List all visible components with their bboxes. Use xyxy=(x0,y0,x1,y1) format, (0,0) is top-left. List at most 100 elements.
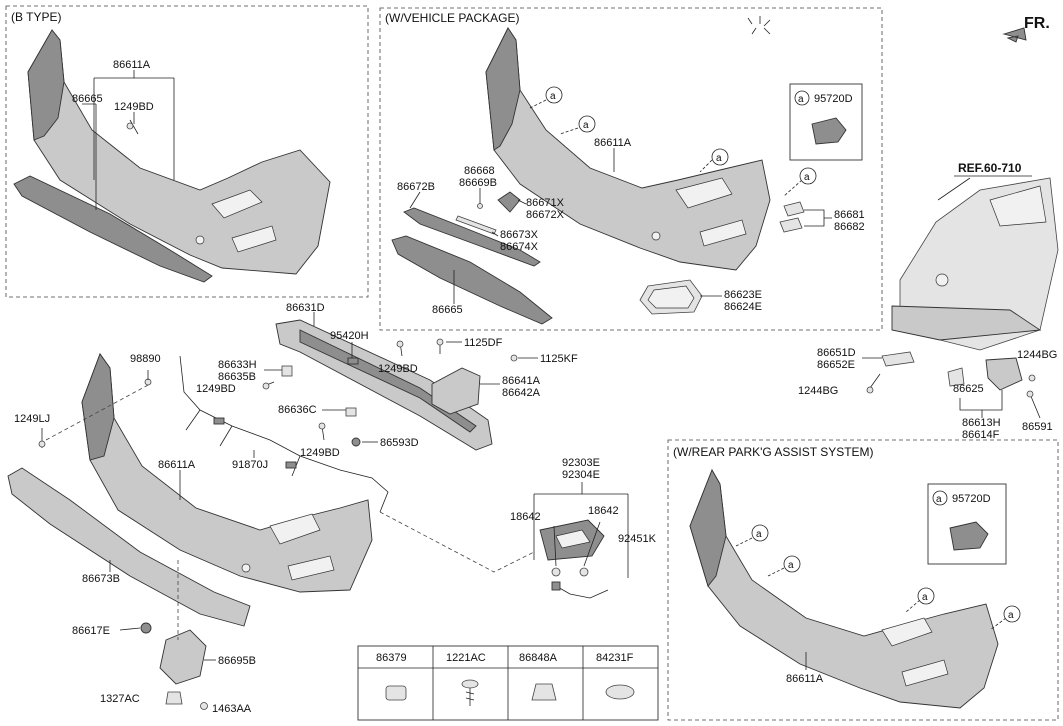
plug-86379-icon xyxy=(385,685,407,701)
bracket-86695b xyxy=(159,629,207,685)
bracket-86651d xyxy=(881,351,915,367)
label-92303e: 92303E xyxy=(562,457,600,469)
hardware-table: 86379 1221AC 86848A 84231F xyxy=(357,645,659,721)
bumper-sensor-hole-vp xyxy=(651,231,661,241)
label-18642-left: 18642 xyxy=(510,511,541,523)
bracket-86633h-icon xyxy=(281,365,293,377)
label-86673b: 86673B xyxy=(82,573,120,585)
leader-86671x xyxy=(517,199,527,205)
label-86631d: 86631D xyxy=(286,302,325,314)
reflector-upper xyxy=(783,201,805,217)
socket-92451k-icon xyxy=(551,581,561,591)
label-86614f: 86614F xyxy=(962,429,1000,441)
wiring-harness-91870j xyxy=(179,355,389,513)
sensor-marker-2: a xyxy=(559,115,596,135)
front-arrow-icon xyxy=(1002,27,1027,43)
label-86674x: 86674X xyxy=(500,241,539,253)
label-86665-vp: 86665 xyxy=(432,304,463,316)
box-b-type-frame xyxy=(5,5,369,298)
bumper-light-opening-main xyxy=(269,513,321,545)
leader-86672b xyxy=(409,191,421,209)
bolt-1249bd-shank xyxy=(129,119,139,135)
label-1125kf: 1125KF xyxy=(540,353,578,365)
guide-1249lj xyxy=(45,383,151,441)
back-beam-inner xyxy=(299,329,477,433)
ref-group: REF.60-710 xyxy=(891,161,1059,351)
label-86681: 86681 xyxy=(834,209,865,221)
label-86669b: 86669B xyxy=(459,177,497,189)
pa-sensor-marker-4: a xyxy=(989,605,1021,631)
leader-92303e xyxy=(533,482,629,578)
box-vehicle-package-title: (W/VEHICLE PACKAGE) xyxy=(385,11,519,25)
svg-text:a: a xyxy=(550,91,556,102)
bracket-95420h-icon xyxy=(347,357,359,365)
label-95720d-pa: 95720D xyxy=(952,493,991,505)
garnish-86671x xyxy=(497,191,521,213)
bolt-86591-shank xyxy=(1029,393,1041,419)
body-panel-window xyxy=(989,185,1047,227)
table-header-1221ac: 1221AC xyxy=(446,652,486,664)
label-1249bd-beam: 1249BD xyxy=(378,363,418,375)
box-rear-park-assist: (W/REAR PARK'G ASSIST SYSTEM) a a a a a xyxy=(667,439,1059,721)
socket-wiring-92451k xyxy=(555,585,609,599)
bolt-1249bd-icon xyxy=(126,122,134,130)
bolt-1244bg-right-icon xyxy=(1028,374,1036,382)
label-1244bg-right: 1244BG xyxy=(1017,349,1057,361)
box-rear-park-assist-title: (W/REAR PARK'G ASSIST SYSTEM) xyxy=(673,445,874,459)
sensor-marker-1: a xyxy=(529,86,563,109)
label-86633h: 86633H xyxy=(218,359,257,371)
leader-86665-b-type xyxy=(82,103,97,210)
box-rear-park-assist-frame xyxy=(667,439,1059,721)
parking-sensor-icon-pa xyxy=(949,521,989,551)
front-direction: FR. xyxy=(1002,15,1050,43)
clip-86617e-icon xyxy=(140,622,152,634)
bumper-light-opening-vp xyxy=(675,177,733,209)
label-86642a: 86642A xyxy=(502,387,541,399)
grommet-86848a-icon xyxy=(531,683,557,701)
bumper-lower-opening xyxy=(231,225,277,253)
label-86672b: 86672B xyxy=(397,181,435,193)
leader-86613h xyxy=(959,390,1003,418)
bolt-1249bd-lower-icon xyxy=(318,422,326,430)
label-86695b: 86695B xyxy=(218,655,256,667)
leader-86673x xyxy=(491,231,499,237)
label-86673x: 86673X xyxy=(500,229,539,241)
pa-sensor-marker-2: a xyxy=(767,555,801,577)
svg-text:a: a xyxy=(788,560,794,571)
label-1249lj: 1249LJ xyxy=(14,413,50,425)
bolt-1125df-icon xyxy=(436,338,444,346)
sensor-box-marker-text-pa: a xyxy=(936,494,942,505)
label-86611a-main: 86611A xyxy=(158,459,196,471)
sensor-marker-4: a xyxy=(783,167,817,197)
label-1249bd-b-type: 1249BD xyxy=(114,101,154,113)
garnish-frame-inner xyxy=(647,285,695,309)
label-86641a: 86641A xyxy=(502,375,541,387)
harness-connector-2 xyxy=(285,461,297,469)
label-86682: 86682 xyxy=(834,221,865,233)
leader-86681 xyxy=(804,209,832,227)
box-b-type: (B TYPE) 86611A 86665 1249BD xyxy=(5,5,369,298)
label-86611a-pa: 86611A xyxy=(786,673,824,685)
lower-moulding-86673b xyxy=(7,467,251,627)
label-95720d-vp: 95720D xyxy=(814,93,853,105)
pa-sensor-marker-3: a xyxy=(905,587,935,613)
label-98890: 98890 xyxy=(130,353,161,365)
label-86593d: 86593D xyxy=(380,437,419,449)
bracket-86641a xyxy=(431,367,481,415)
bracket-86613h xyxy=(985,357,1023,391)
main-assembly: 86611A 86673B 86617E 86695B 1327AC 1463A… xyxy=(7,302,578,715)
svg-text:a: a xyxy=(922,592,928,603)
bumper-sensor-hole xyxy=(195,235,205,245)
label-86665-b-type: 86665 xyxy=(72,93,103,105)
plug-84231f-icon xyxy=(605,684,635,700)
label-86635b: 86635B xyxy=(218,371,256,383)
sparkle-icon xyxy=(747,16,771,35)
pa-sensor-marker-1: a xyxy=(735,524,769,547)
table-header-86848a: 86848A xyxy=(519,652,558,664)
label-86636c: 86636C xyxy=(278,404,317,416)
svg-text:a: a xyxy=(1008,610,1014,621)
box-vehicle-package: (W/VEHICLE PACKAGE) a a a xyxy=(379,7,883,331)
table-header-84231f: 84231F xyxy=(596,652,634,664)
body-panel-sill xyxy=(891,305,1042,341)
clip-86668-icon xyxy=(477,203,483,209)
